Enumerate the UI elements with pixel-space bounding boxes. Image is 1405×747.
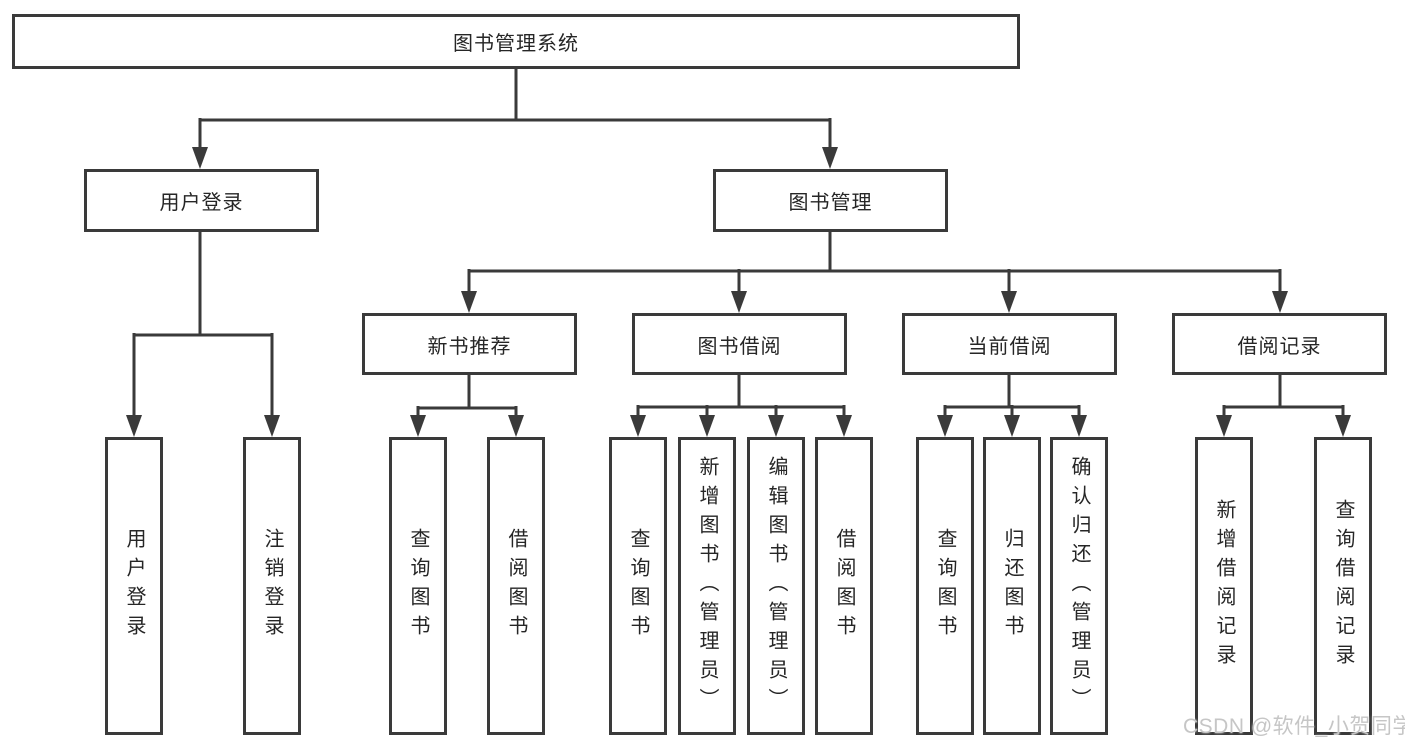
leaf-current-query-books-label: 查询图书 [934, 528, 956, 644]
leaf-current-return-books-label: 归还图书 [1001, 528, 1023, 644]
node-root: 图书管理系统 [12, 14, 1020, 69]
node-borrowing-records-label: 借阅记录 [1237, 335, 1322, 358]
leaf-newbooks-borrow-books-label: 借阅图书 [505, 528, 527, 644]
connector-book-borrow-to-leaves [636, 375, 846, 420]
leaf-logout: 注销登录 [243, 437, 301, 735]
node-borrowing-records: 借阅记录 [1172, 313, 1387, 375]
leaf-logout-label: 注销登录 [261, 528, 283, 644]
leaf-records-add-record-label: 新增借阅记录 [1213, 499, 1235, 673]
leaf-current-confirm-return-admin: 确认归还（管理员） [1050, 437, 1108, 735]
leaf-current-return-books: 归还图书 [983, 437, 1041, 735]
node-user-login-label: 用户登录 [159, 192, 244, 214]
leaf-borrow-edit-books-admin-label: 编辑图书（管理员） [765, 455, 787, 717]
connector-root-to-level1 [198, 69, 832, 152]
connector-book-management-to-level2 [467, 232, 1282, 296]
leaf-current-query-books: 查询图书 [916, 437, 974, 735]
node-user-login: 用户登录 [84, 169, 319, 232]
csdn-watermark: CSDN @软件_小贺同学 [1183, 715, 1405, 738]
leaf-newbooks-borrow-books: 借阅图书 [487, 437, 545, 735]
leaf-newbooks-query-books: 查询图书 [389, 437, 447, 735]
leaf-borrow-add-books-admin-label: 新增图书（管理员） [696, 455, 718, 717]
node-book-borrowing: 图书借阅 [632, 313, 847, 375]
leaf-borrow-query-books-label: 查询图书 [627, 528, 649, 644]
leaf-borrow-query-books: 查询图书 [609, 437, 667, 735]
node-root-label: 图书管理系统 [453, 33, 579, 55]
leaf-records-query-record: 查询借阅记录 [1314, 437, 1372, 735]
leaf-records-add-record: 新增借阅记录 [1195, 437, 1253, 735]
leaf-user-login: 用户登录 [105, 437, 163, 735]
leaf-borrow-borrow-books: 借阅图书 [815, 437, 873, 735]
leaf-current-confirm-return-admin-label: 确认归还（管理员） [1068, 455, 1090, 717]
connector-current-borrow-to-leaves [943, 375, 1081, 420]
leaf-records-query-record-label: 查询借阅记录 [1332, 499, 1354, 673]
node-current-borrowing: 当前借阅 [902, 313, 1117, 375]
node-new-book-recommend: 新书推荐 [362, 313, 577, 375]
node-current-borrowing-label: 当前借阅 [967, 335, 1052, 358]
leaf-borrow-edit-books-admin: 编辑图书（管理员） [747, 437, 805, 735]
leaf-borrow-add-books-admin: 新增图书（管理员） [678, 437, 736, 735]
arrowheads [126, 147, 1351, 437]
connector-borrow-records-to-leaves [1222, 375, 1345, 420]
node-book-management-label: 图书管理 [788, 192, 873, 214]
leaf-newbooks-query-books-label: 查询图书 [407, 528, 429, 644]
node-book-management: 图书管理 [713, 169, 948, 232]
leaf-borrow-borrow-books-label: 借阅图书 [833, 528, 855, 644]
node-book-borrowing-label: 图书借阅 [697, 335, 782, 358]
leaf-user-login-label: 用户登录 [123, 528, 145, 644]
connector-user-login-to-leaves [132, 232, 274, 420]
node-new-book-recommend-label: 新书推荐 [427, 335, 512, 358]
connector-new-books-to-leaves [416, 375, 518, 420]
